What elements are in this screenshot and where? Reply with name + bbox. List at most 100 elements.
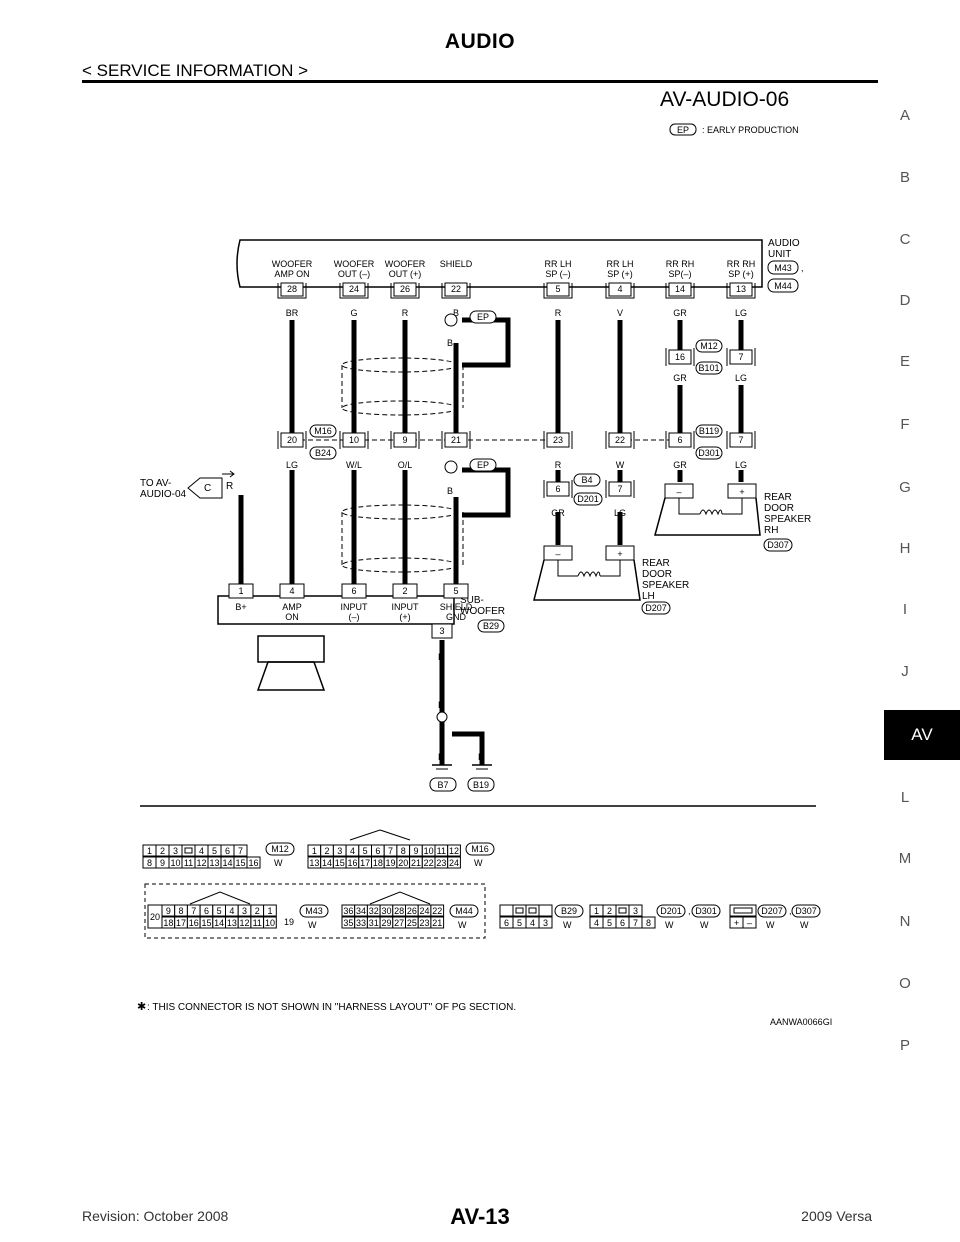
wiring-diagram: EP : EARLY PRODUCTION AUDIO UNIT M43 , M… bbox=[137, 123, 832, 1027]
section-index-letter[interactable]: L bbox=[900, 789, 910, 806]
svg-text:LH: LH bbox=[642, 591, 655, 602]
wire-color: B bbox=[453, 562, 459, 572]
section-index-letter[interactable]: D bbox=[899, 292, 911, 309]
wire-color: GR bbox=[673, 373, 687, 383]
section-index-letter[interactable]: C bbox=[899, 231, 911, 248]
wire-color: R bbox=[555, 308, 562, 318]
section-index-letter[interactable]: O bbox=[899, 975, 911, 992]
svg-text:W: W bbox=[308, 920, 317, 930]
connector-pin: 12 bbox=[196, 858, 206, 868]
connector-pin: 9 bbox=[413, 846, 418, 856]
page-number: AV-13 bbox=[450, 1204, 510, 1229]
connector-b101-badge: B101 bbox=[698, 363, 719, 373]
connector-pin: 18 bbox=[163, 918, 173, 928]
connector-d201-face: D201 bbox=[660, 906, 682, 916]
svg-text:SHIELD: SHIELD bbox=[440, 259, 473, 269]
svg-text:19: 19 bbox=[284, 917, 294, 927]
connector-pin: 35 bbox=[343, 918, 353, 928]
section-index-letter[interactable]: M bbox=[898, 850, 912, 867]
connector-pin: 15 bbox=[335, 858, 345, 868]
connector-pin: 15 bbox=[235, 858, 245, 868]
section-index-letter[interactable]: E bbox=[899, 353, 910, 370]
connector-pin: 21 bbox=[432, 918, 442, 928]
connector-pin: 28 bbox=[394, 906, 404, 916]
svg-text:REAR: REAR bbox=[764, 492, 792, 503]
connector-pin: 21 bbox=[411, 858, 421, 868]
connector-pin: 5 bbox=[217, 906, 222, 916]
connector-pin: 25 bbox=[407, 918, 417, 928]
wire-color: G bbox=[350, 308, 357, 318]
wire-color: B bbox=[402, 562, 408, 572]
connector-pin: 6 bbox=[375, 846, 380, 856]
connector-d301-badge: D301 bbox=[698, 448, 720, 458]
connector-pin: 17 bbox=[176, 918, 186, 928]
svg-text:REAR: REAR bbox=[642, 558, 670, 569]
joint-pin: 9O/L bbox=[390, 431, 420, 470]
section-index-letter[interactable]: N bbox=[899, 913, 911, 930]
connector-pin: 12 bbox=[449, 846, 459, 856]
section-index-letter[interactable]: J bbox=[901, 663, 909, 680]
connector-pin: 1 bbox=[312, 846, 317, 856]
connector-pin: 27 bbox=[394, 918, 404, 928]
connector-pin: 3 bbox=[337, 846, 342, 856]
svg-text:SP (+): SP (+) bbox=[607, 269, 633, 279]
connector-pin: 20 bbox=[398, 858, 408, 868]
svg-text:D307: D307 bbox=[767, 540, 789, 550]
connector-pin: 7 bbox=[191, 906, 196, 916]
joint-pin-label: 21 bbox=[451, 435, 461, 445]
connector-pin: 14 bbox=[322, 858, 332, 868]
connector-pin: 8 bbox=[401, 846, 406, 856]
wire-color: V bbox=[617, 308, 623, 318]
connector-pin: 5 bbox=[607, 918, 612, 928]
connector-pin: 29 bbox=[381, 918, 391, 928]
wire-color: R bbox=[555, 460, 562, 470]
svg-text:WOOFER: WOOFER bbox=[385, 259, 426, 269]
connector-pin: 2 bbox=[255, 906, 260, 916]
shield-ovals bbox=[300, 357, 672, 573]
connector-pin: 3 bbox=[242, 906, 247, 916]
joint-pin: 7LG bbox=[605, 480, 635, 518]
joint-pin: 7LG bbox=[726, 348, 756, 383]
section-index-letter[interactable]: F bbox=[900, 416, 910, 433]
svg-text:,: , bbox=[801, 263, 804, 273]
svg-text:,: , bbox=[688, 906, 691, 916]
svg-text:W: W bbox=[474, 858, 483, 868]
svg-text:C: C bbox=[204, 483, 211, 494]
connector-pin: 3 bbox=[173, 846, 178, 856]
connector-pin: 11 bbox=[437, 846, 446, 856]
joint-pin-label: 23 bbox=[553, 435, 563, 445]
section-index-letter[interactable]: H bbox=[899, 540, 911, 557]
connector-pin: 11 bbox=[253, 918, 262, 928]
svg-text:+: + bbox=[617, 549, 622, 559]
grounds: B B B B B7 B19 bbox=[429, 652, 495, 792]
connector-pin: 8 bbox=[147, 858, 152, 868]
connector-d207-face: D207 bbox=[761, 906, 783, 916]
ep-legend: EP : EARLY PRODUCTION bbox=[669, 123, 799, 136]
svg-text:3: 3 bbox=[439, 626, 444, 636]
section-index-letter[interactable]: B bbox=[899, 169, 910, 186]
joint-pin-label: 10 bbox=[349, 435, 359, 445]
connector-pin: 16 bbox=[347, 858, 357, 868]
svg-text:B: B bbox=[478, 752, 484, 762]
section-index-letter[interactable]: A bbox=[899, 107, 910, 124]
connector-pin: 36 bbox=[343, 906, 353, 916]
svg-text:W: W bbox=[766, 920, 775, 930]
section-tab-av[interactable]: AV bbox=[884, 710, 960, 760]
section-index-letter[interactable]: P bbox=[899, 1037, 910, 1054]
connector-b29-face: B29 bbox=[561, 906, 577, 916]
wire-color: LG bbox=[735, 373, 747, 383]
section-index-letter[interactable]: I bbox=[902, 601, 908, 618]
svg-text:–: – bbox=[676, 487, 681, 497]
connector-pin: – bbox=[747, 918, 752, 928]
connector-pin: 3 bbox=[543, 918, 548, 928]
connector-b119-badge: B119 bbox=[699, 426, 719, 436]
image-code: AANWA0066GI bbox=[770, 1017, 832, 1027]
connector-pin: 23 bbox=[420, 918, 430, 928]
connector-pin: 14 bbox=[222, 858, 232, 868]
section-index-letter[interactable]: G bbox=[899, 479, 911, 496]
connector-pin: 1 bbox=[147, 846, 152, 856]
